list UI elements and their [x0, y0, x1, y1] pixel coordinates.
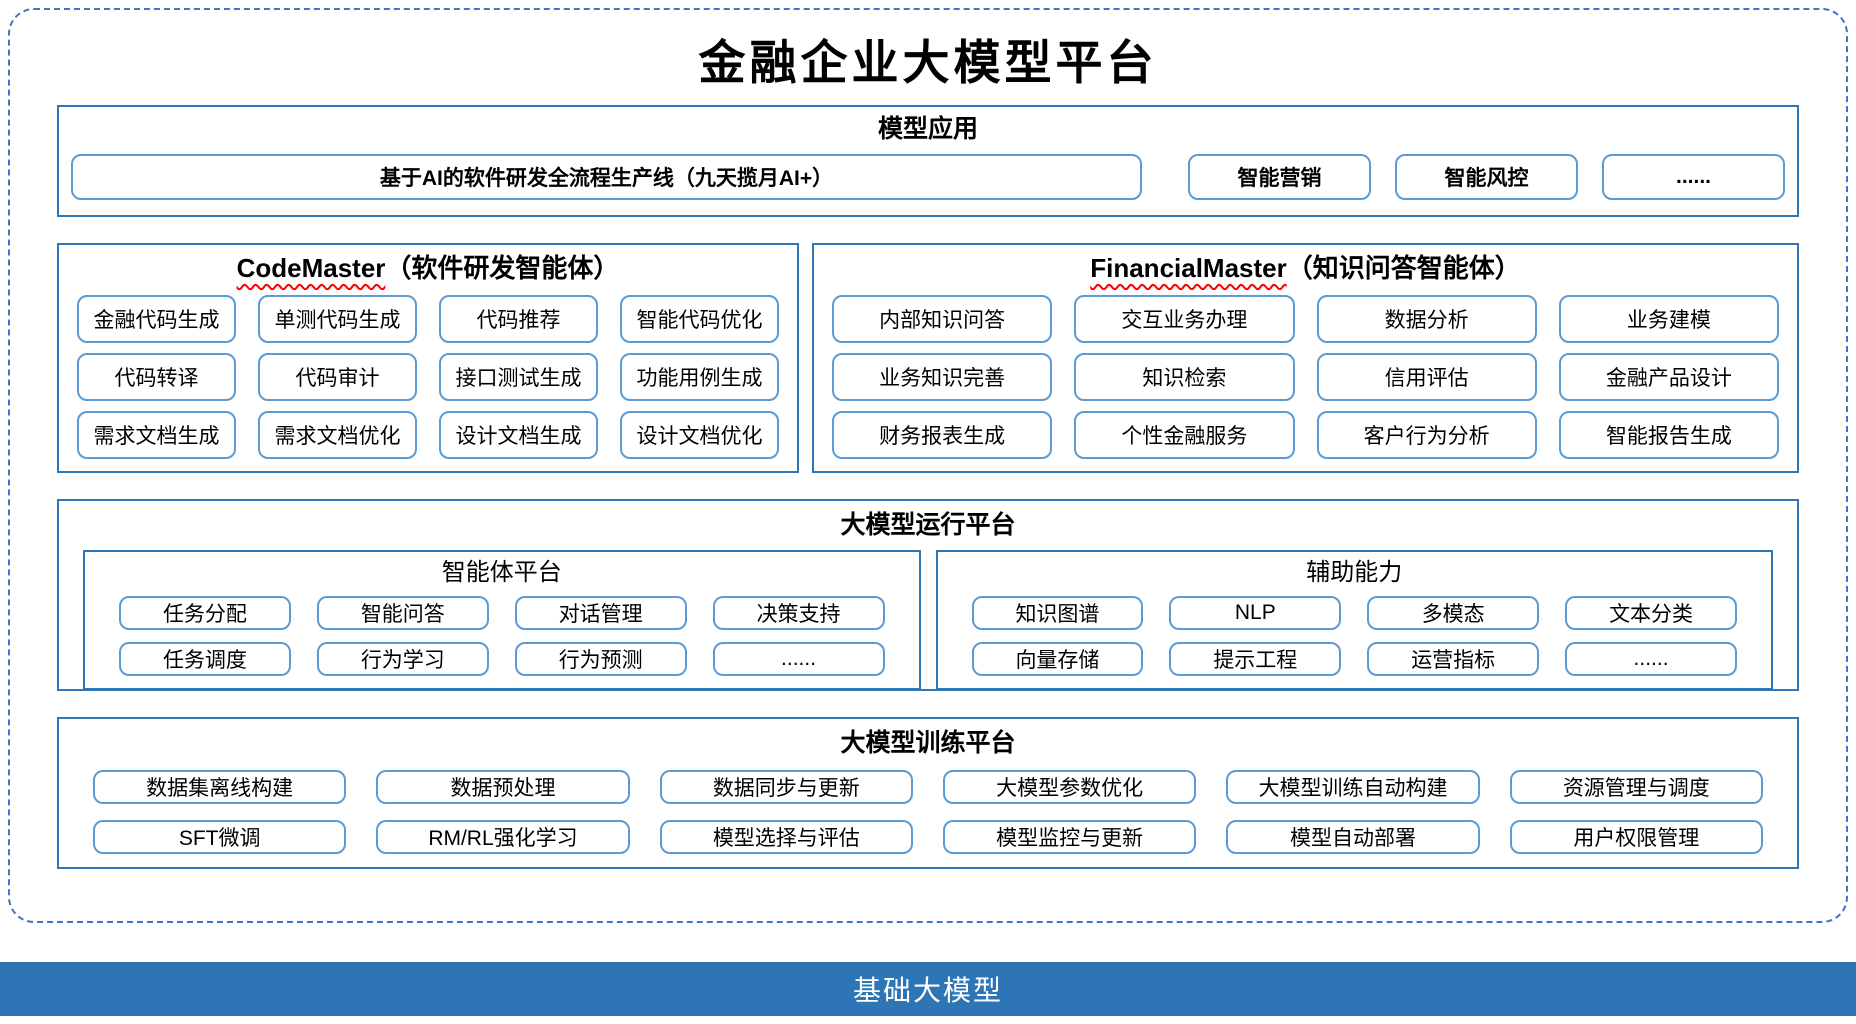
financialmaster-grid: 内部知识问答交互业务办理数据分析业务建模业务知识完善知识检索信用评估金融产品设计…	[828, 294, 1783, 460]
feature-box: 知识检索	[1074, 352, 1295, 402]
feature-box: 内部知识问答	[832, 294, 1053, 343]
feature-box: 信用评估	[1316, 352, 1537, 402]
feature-box: 运营指标	[1367, 641, 1540, 676]
feature-box: 数据预处理	[376, 769, 630, 804]
feature-box: 大模型参数优化	[942, 769, 1197, 804]
app-pipeline-box: 基于AI的软件研发全流程生产线（九天揽月AI+）	[71, 153, 1142, 200]
agent-platform-box: 智能体平台 任务分配智能问答对话管理决策支持任务调度行为学习行为预测......	[83, 549, 921, 690]
feature-box: 需求文档生成	[77, 411, 236, 460]
feature-box: 文本分类	[1565, 595, 1737, 630]
feature-box: 对话管理	[514, 595, 687, 630]
train-platform-header: 大模型训练平台	[840, 729, 1016, 758]
agent-platform-grid: 任务分配智能问答对话管理决策支持任务调度行为学习行为预测......	[119, 595, 885, 676]
feature-box: 知识图谱	[971, 595, 1144, 630]
feature-box: 向量存储	[971, 641, 1144, 676]
section-model-applications: 模型应用 基于AI的软件研发全流程生产线（九天揽月AI+） 智能营销智能风控..…	[57, 105, 1799, 218]
feature-box: 数据分析	[1316, 294, 1537, 343]
codemaster-subtitle: （软件研发智能体）	[385, 253, 620, 284]
feature-box: 交互业务办理	[1074, 294, 1295, 343]
feature-box: 设计文档优化	[620, 411, 779, 460]
feature-box: 金融产品设计	[1558, 352, 1779, 402]
feature-box: 决策支持	[712, 595, 885, 630]
feature-box: 提示工程	[1169, 641, 1342, 676]
codemaster-grid: 金融代码生成单测代码生成代码推荐智能代码优化代码转译代码审计接口测试生成功能用例…	[73, 294, 783, 460]
base-model-label: 基础大模型	[852, 975, 1003, 1006]
feature-box: 个性金融服务	[1074, 411, 1295, 460]
feature-box: 智能代码优化	[620, 294, 779, 343]
feature-box: ......	[712, 641, 885, 676]
codemaster-box: CodeMaster（软件研发智能体） 金融代码生成单测代码生成代码推荐智能代码…	[57, 243, 799, 474]
feature-box: 智能报告生成	[1558, 411, 1779, 460]
app-small-buttons: 智能营销智能风控......	[1188, 153, 1785, 200]
feature-box: 模型自动部署	[1226, 819, 1480, 854]
financialmaster-box: FinancialMaster（知识问答智能体） 内部知识问答交互业务办理数据分…	[812, 243, 1799, 474]
feature-box: 行为学习	[316, 641, 489, 676]
feature-box: 功能用例生成	[620, 352, 779, 402]
feature-box: 数据同步与更新	[659, 769, 913, 804]
model-applications-header: 模型应用	[877, 115, 978, 144]
feature-box: 模型选择与评估	[659, 819, 913, 854]
app-box: 智能营销	[1188, 153, 1371, 200]
codemaster-title: CodeMaster（软件研发智能体）	[73, 251, 783, 286]
aux-ability-box: 辅助能力 知识图谱 NLP 多模态文本分类向量存储提示工程运营指标......	[935, 549, 1773, 690]
agents-row: CodeMaster（软件研发智能体） 金融代码生成单测代码生成代码推荐智能代码…	[57, 243, 1799, 474]
feature-box: 用户权限管理	[1509, 819, 1763, 854]
feature-box: 单测代码生成	[258, 294, 417, 343]
feature-box: 代码推荐	[439, 294, 598, 343]
financialmaster-name: FinancialMaster	[1090, 253, 1287, 284]
model-applications-row: 基于AI的软件研发全流程生产线（九天揽月AI+） 智能营销智能风控......	[71, 153, 1785, 200]
aux-ability-header: 辅助能力	[1306, 558, 1403, 586]
feature-box: 智能问答	[316, 595, 489, 630]
feature-box: 模型监控与更新	[942, 819, 1197, 854]
run-platform-inner: 智能体平台 任务分配智能问答对话管理决策支持任务调度行为学习行为预测......…	[83, 549, 1773, 690]
financialmaster-subtitle: （知识问答智能体）	[1286, 253, 1521, 284]
feature-box: 设计文档生成	[439, 411, 598, 460]
feature-box: 财务报表生成	[832, 411, 1053, 460]
feature-box: 任务调度	[119, 641, 291, 676]
feature-box: 客户行为分析	[1316, 411, 1537, 460]
feature-box: 业务知识完善	[832, 352, 1053, 402]
section-run-platform: 大模型运行平台 智能体平台 任务分配智能问答对话管理决策支持任务调度行为学习行为…	[57, 499, 1799, 692]
app-box: 智能风控	[1395, 153, 1578, 200]
feature-box: SFT微调	[93, 819, 347, 854]
feature-box: 代码转译	[77, 352, 236, 402]
feature-box: 任务分配	[119, 595, 291, 630]
feature-box: 大模型训练自动构建	[1226, 769, 1480, 804]
codemaster-name: CodeMaster	[236, 253, 386, 284]
feature-box: 业务建模	[1558, 294, 1779, 343]
financialmaster-title: FinancialMaster（知识问答智能体）	[828, 251, 1783, 286]
train-platform-grid: 数据集离线构建数据预处理数据同步与更新大模型参数优化大模型训练自动构建资源管理与…	[93, 769, 1763, 854]
section-train-platform: 大模型训练平台 数据集离线构建数据预处理数据同步与更新大模型参数优化大模型训练自…	[57, 717, 1799, 870]
feature-box: 接口测试生成	[439, 352, 598, 402]
feature-box: 行为预测	[514, 641, 687, 676]
feature-box: 数据集离线构建	[93, 769, 347, 804]
feature-box: 多模态	[1367, 595, 1540, 630]
base-model-bar: 基础大模型	[0, 962, 1856, 1016]
page-title: 金融企业大模型平台	[698, 36, 1158, 91]
app-box: ......	[1602, 153, 1785, 200]
feature-box: 需求文档优化	[258, 411, 417, 460]
run-platform-header: 大模型运行平台	[840, 511, 1016, 540]
feature-box: 金融代码生成	[77, 294, 236, 343]
aux-ability-grid: 知识图谱 NLP 多模态文本分类向量存储提示工程运营指标......	[971, 595, 1737, 676]
feature-box: 代码审计	[258, 352, 417, 402]
feature-box: 资源管理与调度	[1509, 769, 1763, 804]
platform-outer-frame: 金融企业大模型平台 模型应用 基于AI的软件研发全流程生产线（九天揽月AI+） …	[8, 8, 1848, 923]
feature-box: ......	[1565, 641, 1737, 676]
feature-box: RM/RL强化学习	[376, 819, 630, 854]
agent-platform-header: 智能体平台	[441, 558, 562, 586]
feature-box: NLP	[1169, 595, 1342, 630]
